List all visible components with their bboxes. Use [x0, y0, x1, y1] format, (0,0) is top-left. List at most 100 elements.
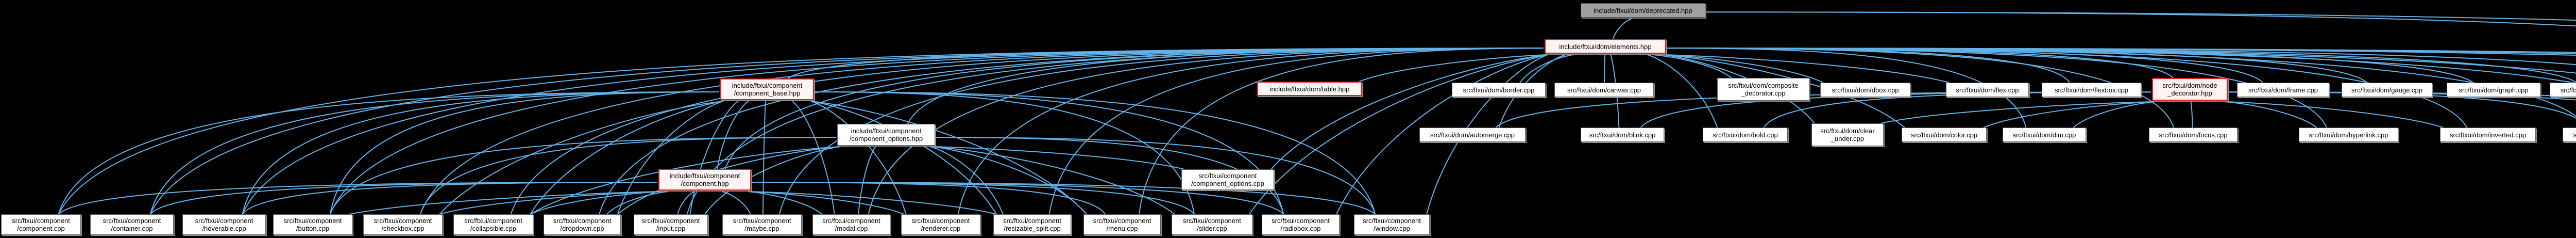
node-label: include/ftxui/component/component_base.h…	[732, 82, 803, 97]
node-c-collapsible[interactable]: src/ftxui/component/collapsible.cpp	[453, 214, 533, 235]
edge-c_modal-to-component_options_hpp	[858, 146, 876, 215]
edge-c_slider-to-elements	[1249, 54, 1548, 215]
node-graph-cpp[interactable]: src/ftxui/dom/graph.cpp	[2447, 83, 2540, 97]
edge-c_resizable-to-component_hpp	[748, 191, 997, 215]
edge-scroll_indicator-to-elements	[1667, 47, 2576, 74]
node-node-decorator[interactable]: src/ftxui/dom/node_decorator.hpp	[2152, 78, 2228, 101]
edge-c_button-to-component_base	[329, 91, 720, 215]
node-label: src/ftxui/component/input.cpp	[641, 217, 700, 232]
node-clear-under[interactable]: src/ftxui/dom/clear_under.cpp	[1811, 123, 1884, 146]
edge-hyperlink-to-node_decorator	[2224, 101, 2317, 128]
node-label: src/ftxui/component/button.cpp	[283, 217, 342, 232]
node-blink[interactable]: src/ftxui/dom/blink.cpp	[1581, 128, 1664, 142]
node-inverted[interactable]: src/ftxui/dom/inverted.cpp	[2440, 128, 2536, 142]
node-label: include/ftxui/component/component_option…	[849, 127, 923, 142]
edge-c_container-to-component_base	[149, 91, 720, 215]
node-component-options-hpp[interactable]: include/ftxui/component/component_option…	[837, 124, 935, 146]
node-c-slider[interactable]: src/ftxui/component/slider.cpp	[1172, 214, 1252, 235]
node-label: src/ftxui/dom/automerge.cpp	[1430, 131, 1515, 139]
node-label: src/ftxui/component/maybe.cpp	[733, 217, 791, 232]
node-label: src/ftxui/component/radiobox.cpp	[1272, 217, 1330, 232]
edge-c_radiobox-to-elements	[1336, 54, 1548, 215]
node-c-renderer[interactable]: src/ftxui/component/renderer.cpp	[901, 214, 980, 235]
node-elements[interactable]: include/ftxui/dom/elements.hpp	[1545, 39, 1666, 54]
edge-c_menu-to-component_base	[810, 101, 1087, 215]
edge-component_hpp-to-component_base	[717, 101, 749, 169]
edge-c_dropdown-to-component_hpp	[606, 191, 668, 215]
edge-composite-to-elements	[1652, 54, 1732, 78]
node-label: src/ftxui/component/checkbox.cpp	[374, 217, 432, 232]
node-c-menu[interactable]: src/ftxui/component/menu.cpp	[1083, 214, 1161, 235]
edge-c_window-to-elements	[1426, 54, 1548, 215]
edge-flex-to-elements	[1663, 54, 1950, 83]
edge-clear_under-to-node_decorator	[1880, 101, 2156, 124]
node-gauge[interactable]: src/ftxui/dom/gauge.cpp	[2342, 83, 2432, 97]
node-c-resizable[interactable]: src/ftxui/component/resizable_split.cpp	[993, 214, 1071, 235]
edge-c_input-to-elements	[686, 47, 1544, 215]
node-color[interactable]: src/ftxui/dom/color.cpp	[1902, 128, 1987, 142]
node-label: src/ftxui/component/resizable_split.cpp	[1003, 217, 1061, 232]
edge-color-to-node_decorator	[1983, 101, 2156, 128]
edge-c_collapsible-to-component_options_hpp	[530, 146, 841, 215]
edge-node_decorator-to-elements	[1667, 47, 2174, 78]
node-label: src/ftxui/component/renderer.cpp	[911, 217, 970, 232]
node-label: src/ftxui/dom/composite_decorator.cpp	[1728, 82, 1799, 97]
edge-c_collapsible-to-component_hpp	[530, 191, 662, 215]
node-c-maybe[interactable]: src/ftxui/component/maybe.cpp	[722, 214, 802, 235]
node-hyperlink[interactable]: src/ftxui/dom/hyperlink.cpp	[2299, 128, 2398, 142]
edge-c_input-to-component_options_hpp	[704, 146, 841, 215]
node-c-component[interactable]: src/ftxui/component/component.cpp	[1, 214, 81, 235]
edge-c_slider-to-component_options_hpp	[931, 146, 1175, 215]
node-composite[interactable]: src/ftxui/dom/composite_decorator.cpp	[1717, 78, 1809, 101]
node-label: src/ftxui/dom/frame.cpp	[2248, 86, 2318, 94]
node-border[interactable]: src/ftxui/dom/border.cpp	[1452, 83, 1546, 97]
node-table-hpp[interactable]: include/ftxui/dom/table.hpp	[1257, 82, 1362, 96]
node-c-input[interactable]: src/ftxui/component/input.cpp	[634, 214, 708, 235]
node-c-modal[interactable]: src/ftxui/component/modal.cpp	[812, 214, 890, 235]
node-c-checkbox[interactable]: src/ftxui/component/checkbox.cpp	[363, 214, 443, 235]
node-c-button[interactable]: src/ftxui/component/button.cpp	[273, 214, 352, 235]
node-focus[interactable]: src/ftxui/dom/focus.cpp	[2149, 128, 2238, 142]
edge-dim-to-node_decorator	[2073, 101, 2156, 128]
node-label: src/ftxui/dom/focus.cpp	[2159, 131, 2228, 139]
node-automerge[interactable]: src/ftxui/dom/automerge.cpp	[1419, 128, 1526, 142]
edge-c_menu-to-component_options_hpp	[931, 146, 1087, 215]
node-c-radiobox[interactable]: src/ftxui/component/radiobox.cpp	[1262, 214, 1340, 235]
node-dim[interactable]: src/ftxui/dom/dim.cpp	[2003, 128, 2086, 142]
node-component-options-cpp[interactable]: src/ftxui/component/component_options.cp…	[1181, 169, 1274, 190]
node-label: src/ftxui/dom/dim.cpp	[2012, 131, 2076, 139]
node-component-hpp[interactable]: include/ftxui/component/component.hpp	[658, 169, 751, 191]
node-label: src/ftxui/dom/flex.cpp	[1956, 86, 2019, 94]
node-c-dropdown[interactable]: src/ftxui/component/dropdown.cpp	[544, 214, 621, 235]
node-label: src/ftxui/dom/node_decorator.hpp	[2162, 82, 2217, 97]
edge-focus-to-node_decorator	[2190, 101, 2193, 128]
node-deprecated[interactable]: include/ftxui/dom/deprecated.hpp	[1581, 3, 1705, 18]
node-label: src/ftxui/dom/blink.cpp	[1589, 131, 1656, 139]
edge-c_resizable-to-component_base	[810, 101, 997, 215]
edge-c_renderer-to-elements	[957, 47, 1544, 215]
edge-text-to-deprecated	[1706, 11, 2576, 21]
edge-c_menu-to-elements	[1139, 47, 1544, 215]
edge-c_resizable-to-component_options_hpp	[929, 146, 1004, 215]
edge-c_modal-to-elements	[868, 47, 1544, 215]
node-flex[interactable]: src/ftxui/dom/flex.cpp	[1946, 83, 2029, 97]
node-dbox[interactable]: src/ftxui/dom/dbox.cpp	[1820, 83, 1910, 97]
edge-c_dropdown-to-component_options_hpp	[617, 146, 841, 215]
node-c-hoverable[interactable]: src/ftxui/component/hoverable.cpp	[182, 214, 266, 235]
node-label: src/ftxui/component/modal.cpp	[822, 217, 880, 232]
edge-c_container-to-component_hpp	[149, 182, 658, 215]
node-label: src/ftxui/component/slider.cpp	[1183, 217, 1241, 232]
edge-c_component-to-component_hpp	[58, 182, 658, 215]
node-gridbox[interactable]: src/ftxui/dom/gridbox.cpp	[2550, 83, 2576, 97]
node-bold[interactable]: src/ftxui/dom/bold.cpp	[1703, 128, 1788, 142]
edge-c_hoverable-to-component_hpp	[242, 182, 658, 215]
node-canvas[interactable]: src/ftxui/dom/canvas.cpp	[1554, 83, 1654, 97]
node-flexbox[interactable]: src/ftxui/dom/flexbox.cpp	[2042, 83, 2141, 97]
node-component-base[interactable]: include/ftxui/component/component_base.h…	[720, 78, 814, 100]
node-frame[interactable]: src/ftxui/dom/frame.cpp	[2237, 83, 2329, 97]
node-c-window[interactable]: src/ftxui/component/window.cpp	[1354, 214, 1430, 235]
node-c-container[interactable]: src/ftxui/component/container.cpp	[90, 214, 174, 235]
node-italic[interactable]: src/ftxui/dom/italic.cpp	[2563, 128, 2576, 142]
node-label: src/ftxui/dom/graph.cpp	[2459, 86, 2529, 94]
